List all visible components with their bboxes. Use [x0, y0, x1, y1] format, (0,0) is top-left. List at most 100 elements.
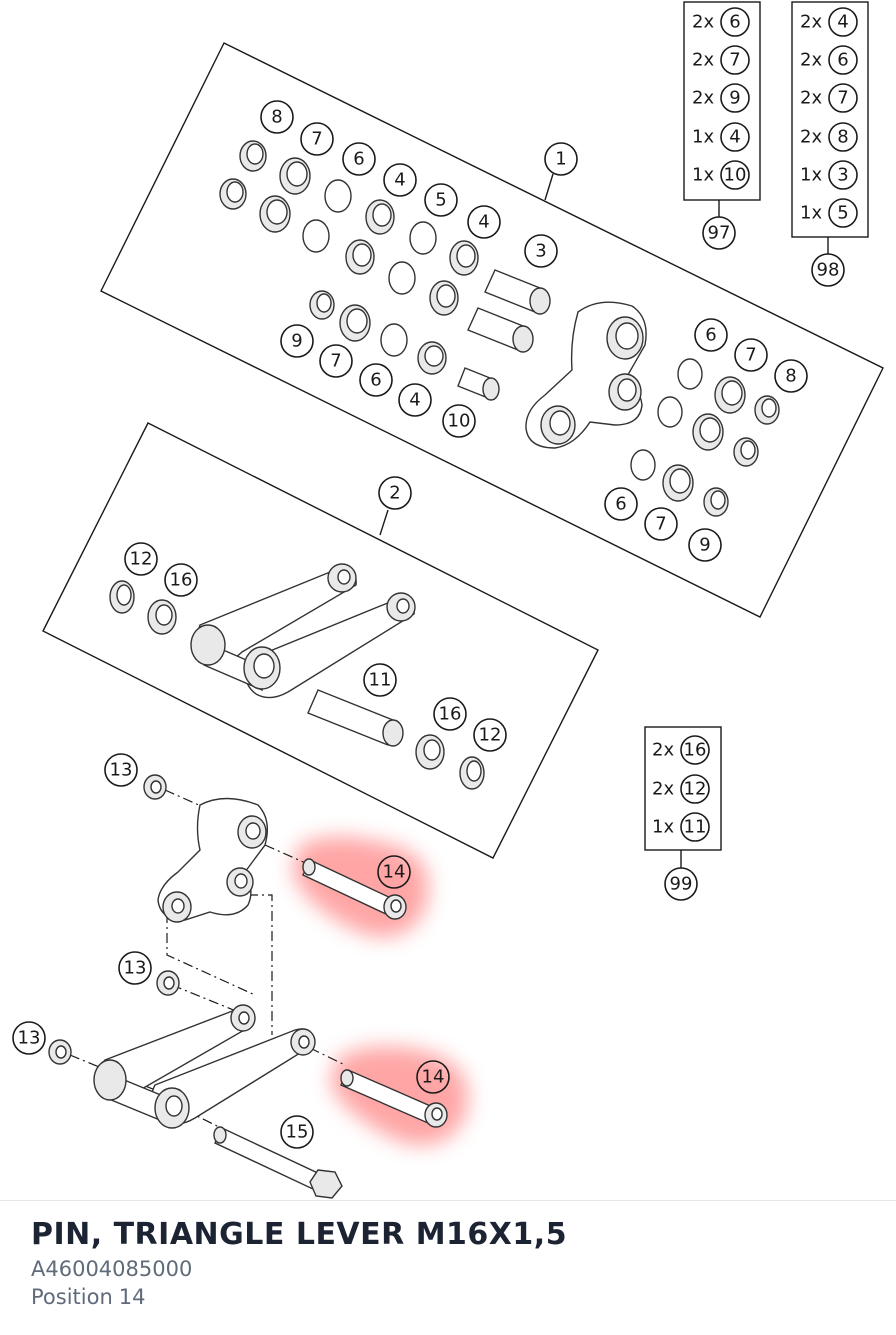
assembly-view — [48, 774, 448, 1199]
callout-10[interactable]: 10 — [442, 404, 476, 438]
kit-id: 99 — [670, 874, 693, 895]
callout-13[interactable]: 13 — [104, 753, 138, 787]
callout-3[interactable]: 3 — [524, 234, 558, 268]
callout-label: 7 — [745, 345, 756, 366]
kit-qty: 2x — [800, 88, 822, 109]
callout-label: 11 — [369, 670, 392, 691]
callout-16[interactable]: 16 — [433, 697, 467, 731]
kit-qty: 2x — [652, 779, 674, 800]
callout-4[interactable]: 4 — [398, 383, 432, 417]
callout-6[interactable]: 6 — [359, 363, 393, 397]
callout-label: 8 — [271, 107, 282, 128]
leader-2 — [379, 509, 389, 536]
kit-ref: 7 — [729, 50, 740, 71]
kit-id: 98 — [817, 260, 840, 281]
kit-ref: 16 — [684, 740, 707, 761]
callout-label: 12 — [130, 549, 153, 570]
callout-label: 14 — [422, 1067, 445, 1088]
callout-label: 4 — [478, 212, 489, 233]
callout-12[interactable]: 12 — [473, 718, 507, 752]
callout-label: 3 — [535, 241, 546, 262]
kit-qty: 2x — [800, 50, 822, 71]
kit-qty: 2x — [692, 88, 714, 109]
callout-8[interactable]: 8 — [774, 359, 808, 393]
callout-4[interactable]: 4 — [383, 163, 417, 197]
callout-7[interactable]: 7 — [319, 344, 353, 378]
callout-label: 8 — [785, 366, 796, 387]
kit-ref: 8 — [837, 127, 848, 148]
kit-qty: 1x — [692, 165, 714, 186]
callout-6[interactable]: 6 — [604, 487, 638, 521]
callout-label: 4 — [394, 170, 405, 191]
exploded-parts-diagram: 1 2 3 4 4 4 5 6 6 6 6 7 7 7 7 8 8 9 9 10… — [12, 1, 884, 1199]
kit-qty: 2x — [692, 50, 714, 71]
callout-label: 7 — [655, 514, 666, 535]
kit-97[interactable]: 2x 6 2x 7 2x 9 1x 4 1x 10 97 — [683, 1, 761, 250]
kit-99[interactable]: 2x 16 2x 12 1x 11 99 — [644, 726, 722, 901]
callout-label: 4 — [409, 390, 420, 411]
callout-label: 6 — [615, 494, 626, 515]
kit-qty: 1x — [652, 817, 674, 838]
kit-ref: 6 — [837, 50, 848, 71]
callout-label: 9 — [699, 535, 710, 556]
part-info-panel: PIN, TRIANGLE LEVER M16X1,5 A46004085000… — [0, 1200, 896, 1335]
kit-ref: 4 — [729, 127, 740, 148]
callout-label: 6 — [705, 325, 716, 346]
triangle-lever — [525, 301, 647, 449]
callout-label: 12 — [479, 725, 502, 746]
callout-16[interactable]: 16 — [164, 563, 198, 597]
bearing-set-upper — [219, 140, 551, 401]
callout-label: 16 — [439, 704, 462, 725]
kit-qty: 1x — [800, 165, 822, 186]
kit-id: 97 — [708, 223, 731, 244]
bearing-set-right — [630, 358, 780, 517]
kit-qty: 1x — [692, 127, 714, 148]
kit-frame-1 — [100, 42, 884, 618]
callout-7[interactable]: 7 — [644, 507, 678, 541]
kit-ref: 12 — [684, 779, 707, 800]
callout-2[interactable]: 2 — [378, 476, 412, 510]
callout-label: 15 — [286, 1122, 309, 1143]
callout-label: 6 — [370, 370, 381, 391]
part-title: PIN, TRIANGLE LEVER M16X1,5 — [31, 1217, 568, 1252]
callout-label: 2 — [389, 483, 400, 504]
kit-98[interactable]: 2x 4 2x 6 2x 7 2x 8 1x 3 1x 5 98 — [791, 1, 869, 287]
callout-label: 6 — [353, 149, 364, 170]
callout-9[interactable]: 9 — [688, 528, 722, 562]
position-label: Position — [31, 1285, 113, 1309]
callout-9[interactable]: 9 — [280, 324, 314, 358]
callout-label: 7 — [311, 129, 322, 150]
callout-13[interactable]: 13 — [118, 951, 152, 985]
callout-label: 13 — [18, 1028, 41, 1049]
callout-label: 5 — [435, 190, 446, 211]
kit-ref: 9 — [729, 88, 740, 109]
callout-14[interactable]: 14 — [416, 1060, 450, 1094]
leader-1 — [544, 173, 554, 201]
callout-6[interactable]: 6 — [342, 142, 376, 176]
callout-7[interactable]: 7 — [300, 122, 334, 156]
kit-ref: 7 — [837, 88, 848, 109]
kit-ref: 11 — [684, 817, 707, 838]
callout-6[interactable]: 6 — [694, 318, 728, 352]
callout-11[interactable]: 11 — [363, 663, 397, 697]
callout-7[interactable]: 7 — [734, 338, 768, 372]
callout-15[interactable]: 15 — [280, 1115, 314, 1149]
kit-qty: 2x — [800, 12, 822, 33]
callout-14[interactable]: 14 — [377, 855, 411, 889]
position-value: 14 — [118, 1285, 146, 1309]
callout-13[interactable]: 13 — [12, 1021, 46, 1055]
kit-frame-2 — [42, 422, 599, 859]
callout-5[interactable]: 5 — [424, 183, 458, 217]
kit-qty: 2x — [692, 12, 714, 33]
callout-12[interactable]: 12 — [124, 542, 158, 576]
callout-1[interactable]: 1 — [544, 142, 578, 176]
callout-label: 9 — [291, 331, 302, 352]
kit-ref: 6 — [729, 12, 740, 33]
callout-label: 16 — [170, 570, 193, 591]
kit-ref: 5 — [837, 203, 848, 224]
callout-4[interactable]: 4 — [467, 205, 501, 239]
callout-label: 14 — [383, 862, 406, 883]
callout-8[interactable]: 8 — [260, 100, 294, 134]
callout-label: 1 — [555, 149, 566, 170]
